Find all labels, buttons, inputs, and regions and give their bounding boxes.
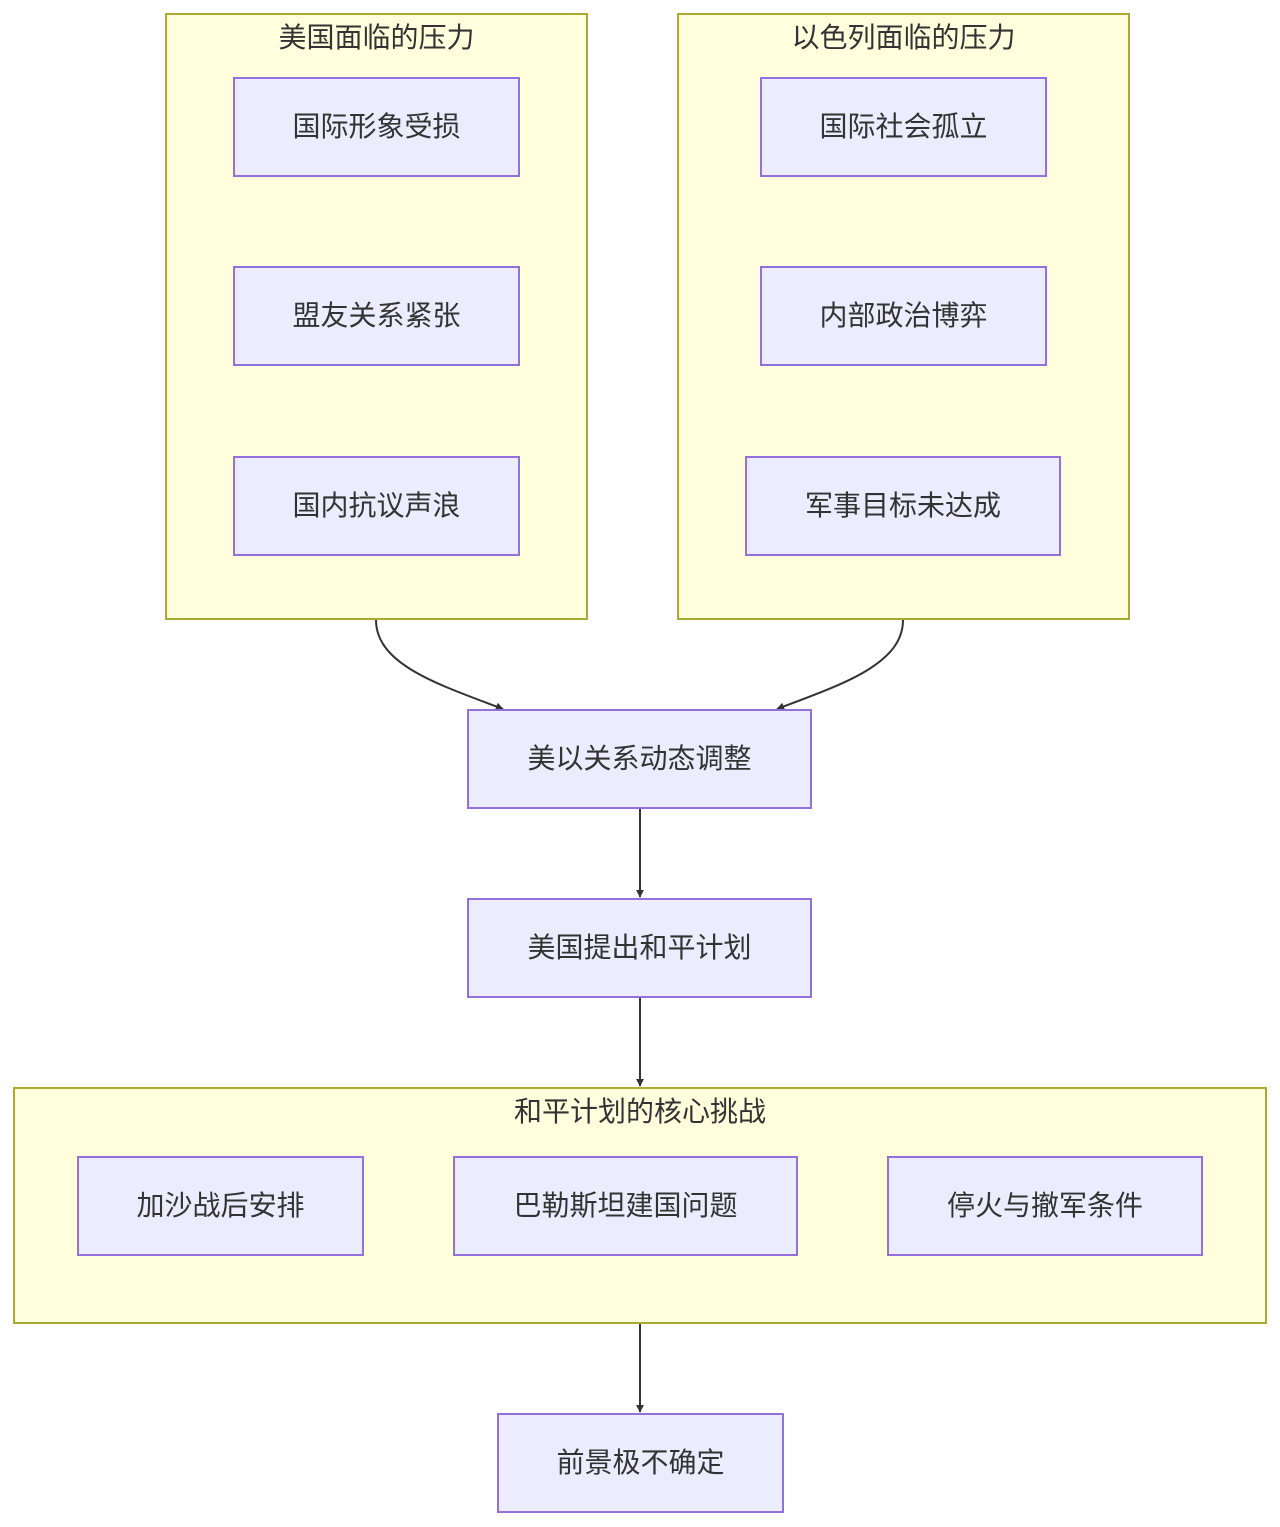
node-relations-adjustment: 美以关系动态调整: [467, 709, 812, 809]
node-peace-plan: 美国提出和平计划: [467, 898, 812, 998]
node-outlook-uncertain: 前景极不确定: [497, 1413, 784, 1513]
node-intl-image-damaged: 国际形象受损: [233, 77, 520, 177]
cluster-title: 以色列面临的压力: [791, 21, 1016, 54]
node-gaza-postwar: 加沙战后安排: [77, 1156, 364, 1256]
node-ceasefire-withdrawal: 停火与撤军条件: [887, 1156, 1203, 1256]
node-domestic-protests: 国内抗议声浪: [233, 456, 520, 556]
node-internal-politics: 内部政治博弈: [760, 266, 1047, 366]
cluster-title: 和平计划的核心挑战: [513, 1095, 766, 1128]
edge-us-pressure-to-adjust: [375, 619, 504, 711]
cluster-title: 美国面临的压力: [278, 21, 475, 54]
node-intl-isolation: 国际社会孤立: [760, 77, 1047, 177]
node-military-goals-unmet: 军事目标未达成: [745, 456, 1061, 556]
node-palestinian-statehood: 巴勒斯坦建国问题: [453, 1156, 798, 1256]
edge-israel-pressure-to-adjust: [776, 619, 904, 711]
node-ally-tension: 盟友关系紧张: [233, 266, 520, 366]
